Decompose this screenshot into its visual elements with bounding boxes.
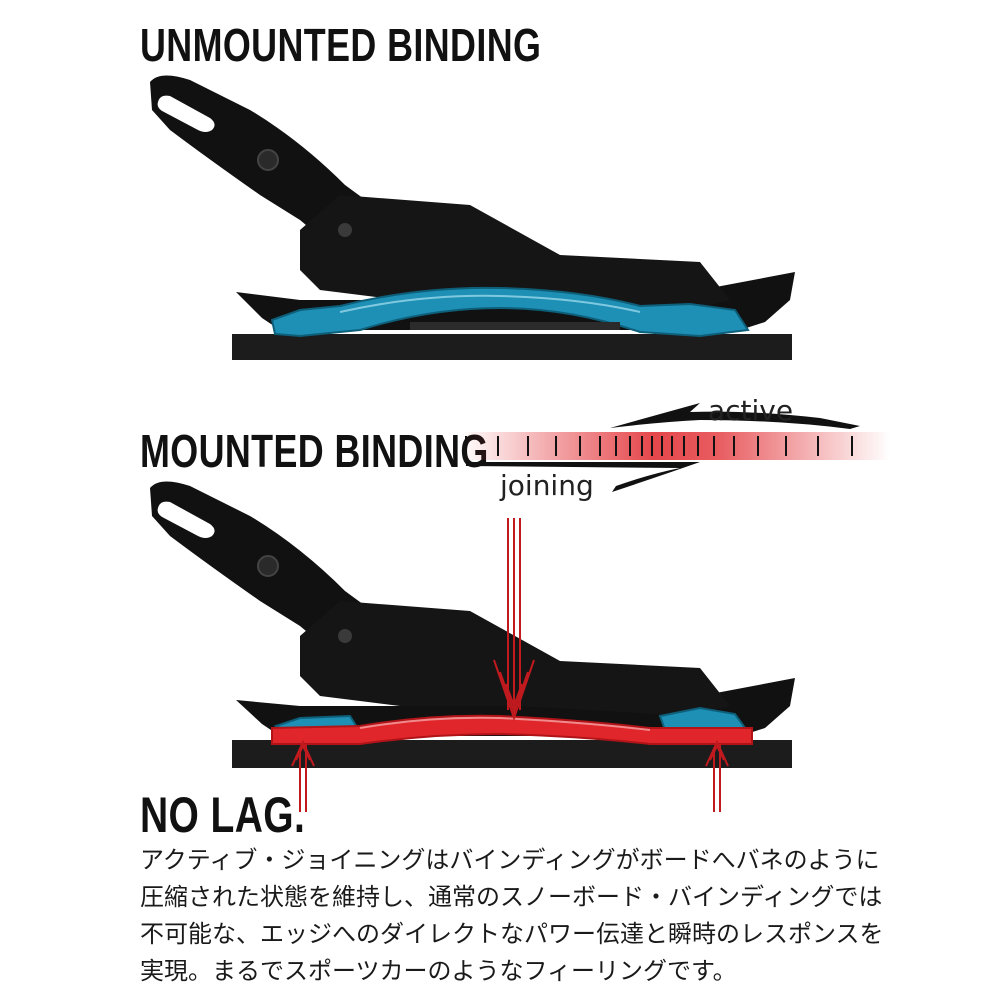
unmounted-binding-illustration: [150, 75, 795, 360]
active-joining-legend: active joining: [460, 394, 890, 502]
upward-force-arrow-right: [705, 739, 729, 812]
highback-slot-top: [157, 95, 215, 132]
snowboard-top: [232, 334, 792, 360]
chassis-top: [300, 195, 730, 310]
unmounted-binding-heading: UNMOUNTED BINDING: [140, 19, 542, 71]
description-line: 不可能な、エッジへのダイレクトなパワー伝達と瞬時のレスポンスを: [140, 920, 884, 948]
legend-red-band: [460, 432, 890, 460]
upward-force-arrow-left: [291, 739, 315, 812]
mounted-binding-heading: MOUNTED BINDING: [140, 425, 489, 477]
highback-slot-bottom: [157, 501, 215, 538]
active-label: active: [708, 394, 793, 427]
joining-label: joining: [499, 469, 594, 502]
no-lag-heading: NO LAG.: [140, 787, 306, 843]
legend-ticks: [465, 436, 853, 456]
description-line: 圧縮された状態を維持し、通常のスノーボード・バインディングでは: [140, 883, 883, 911]
blue-pad-top: [270, 286, 750, 338]
downward-force-arrows: [493, 518, 535, 722]
active-arrow: [610, 403, 860, 429]
description-text: アクティブ・ジョイニングはバインディングがボードへバネのように 圧縮された状態を…: [140, 842, 920, 990]
bolt-bottom: [257, 555, 279, 577]
description-line: アクティブ・ジョイニングはバインディングがボードへバネのように: [140, 846, 880, 874]
bolt-top: [257, 149, 279, 171]
description-line: 実現。まるでスポーツカーのようなフィーリングです。: [140, 957, 737, 985]
mounted-binding-illustration: [150, 481, 795, 812]
joining-arrow: [466, 462, 700, 492]
